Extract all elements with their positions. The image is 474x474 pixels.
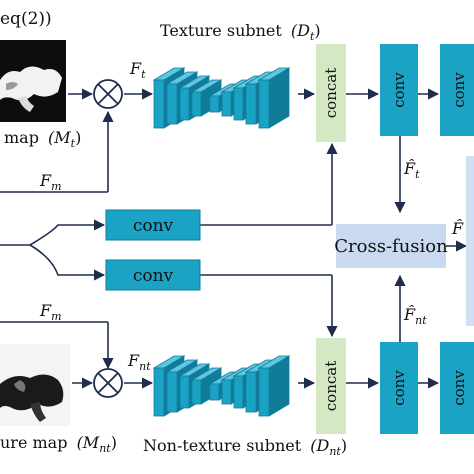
conv-top-1-label: conv: [390, 72, 408, 108]
conv-bottom-1: conv: [380, 342, 418, 434]
arrow-to-conv-mid-bottom: [29, 244, 106, 281]
arrow-to-conv-mid-top: [29, 219, 106, 246]
label-ft: Ft: [129, 59, 146, 81]
conv-bottom-2-label: conv: [450, 370, 468, 406]
texture-subnet-blocks: [152, 67, 291, 129]
conv-bottom-1-label: conv: [390, 370, 408, 406]
conv-bottom-2: conv: [440, 342, 474, 434]
label-fhat: F̂: [451, 219, 464, 238]
concat-top-label: concat: [322, 68, 340, 118]
conv-top-2: conv: [440, 44, 474, 136]
label-fnt: Fnt: [127, 351, 151, 373]
conv-mid-bottom: conv: [105, 259, 201, 291]
nontexture-subnet-label: Non-texture subnet (Dnt): [143, 436, 347, 458]
texture-map-image: [0, 40, 66, 122]
cross-fusion-box: Cross-fusion: [334, 224, 448, 268]
nontexture-subnet-blocks: [152, 355, 291, 417]
conv-mid-top-label: conv: [133, 216, 174, 236]
conv-mid-bottom-label: conv: [133, 266, 174, 286]
feature-block: [257, 67, 291, 129]
label-fm-top: Fm: [39, 171, 62, 193]
conv-mid-top: conv: [105, 209, 201, 241]
label-fhat-nt: F̂nt: [403, 305, 427, 327]
conv-top-2-label: conv: [450, 72, 468, 108]
texture-subnet-label: Texture subnet (Dt): [160, 21, 321, 43]
output-block: [466, 156, 474, 326]
multiply-node-bottom: [93, 368, 123, 398]
multiply-node-top: [93, 79, 123, 109]
label-fhat-t: F̂t: [403, 159, 420, 181]
cross-fusion-label: Cross-fusion: [334, 236, 448, 257]
feature-block: [257, 355, 291, 417]
nontexture-map-image: [0, 344, 70, 426]
concat-top: concat: [316, 44, 346, 142]
label-fm-bottom: Fm: [39, 301, 62, 323]
nontexture-map-caption: ure map (Mnt): [0, 433, 117, 455]
texture-map-caption: map (Mt): [4, 128, 81, 150]
top-left-fragment: eq(2)): [0, 9, 52, 29]
connectors: [0, 88, 468, 389]
concat-bottom-label: concat: [322, 361, 340, 411]
conv-top-1: conv: [380, 44, 418, 136]
concat-bottom: concat: [316, 338, 346, 434]
